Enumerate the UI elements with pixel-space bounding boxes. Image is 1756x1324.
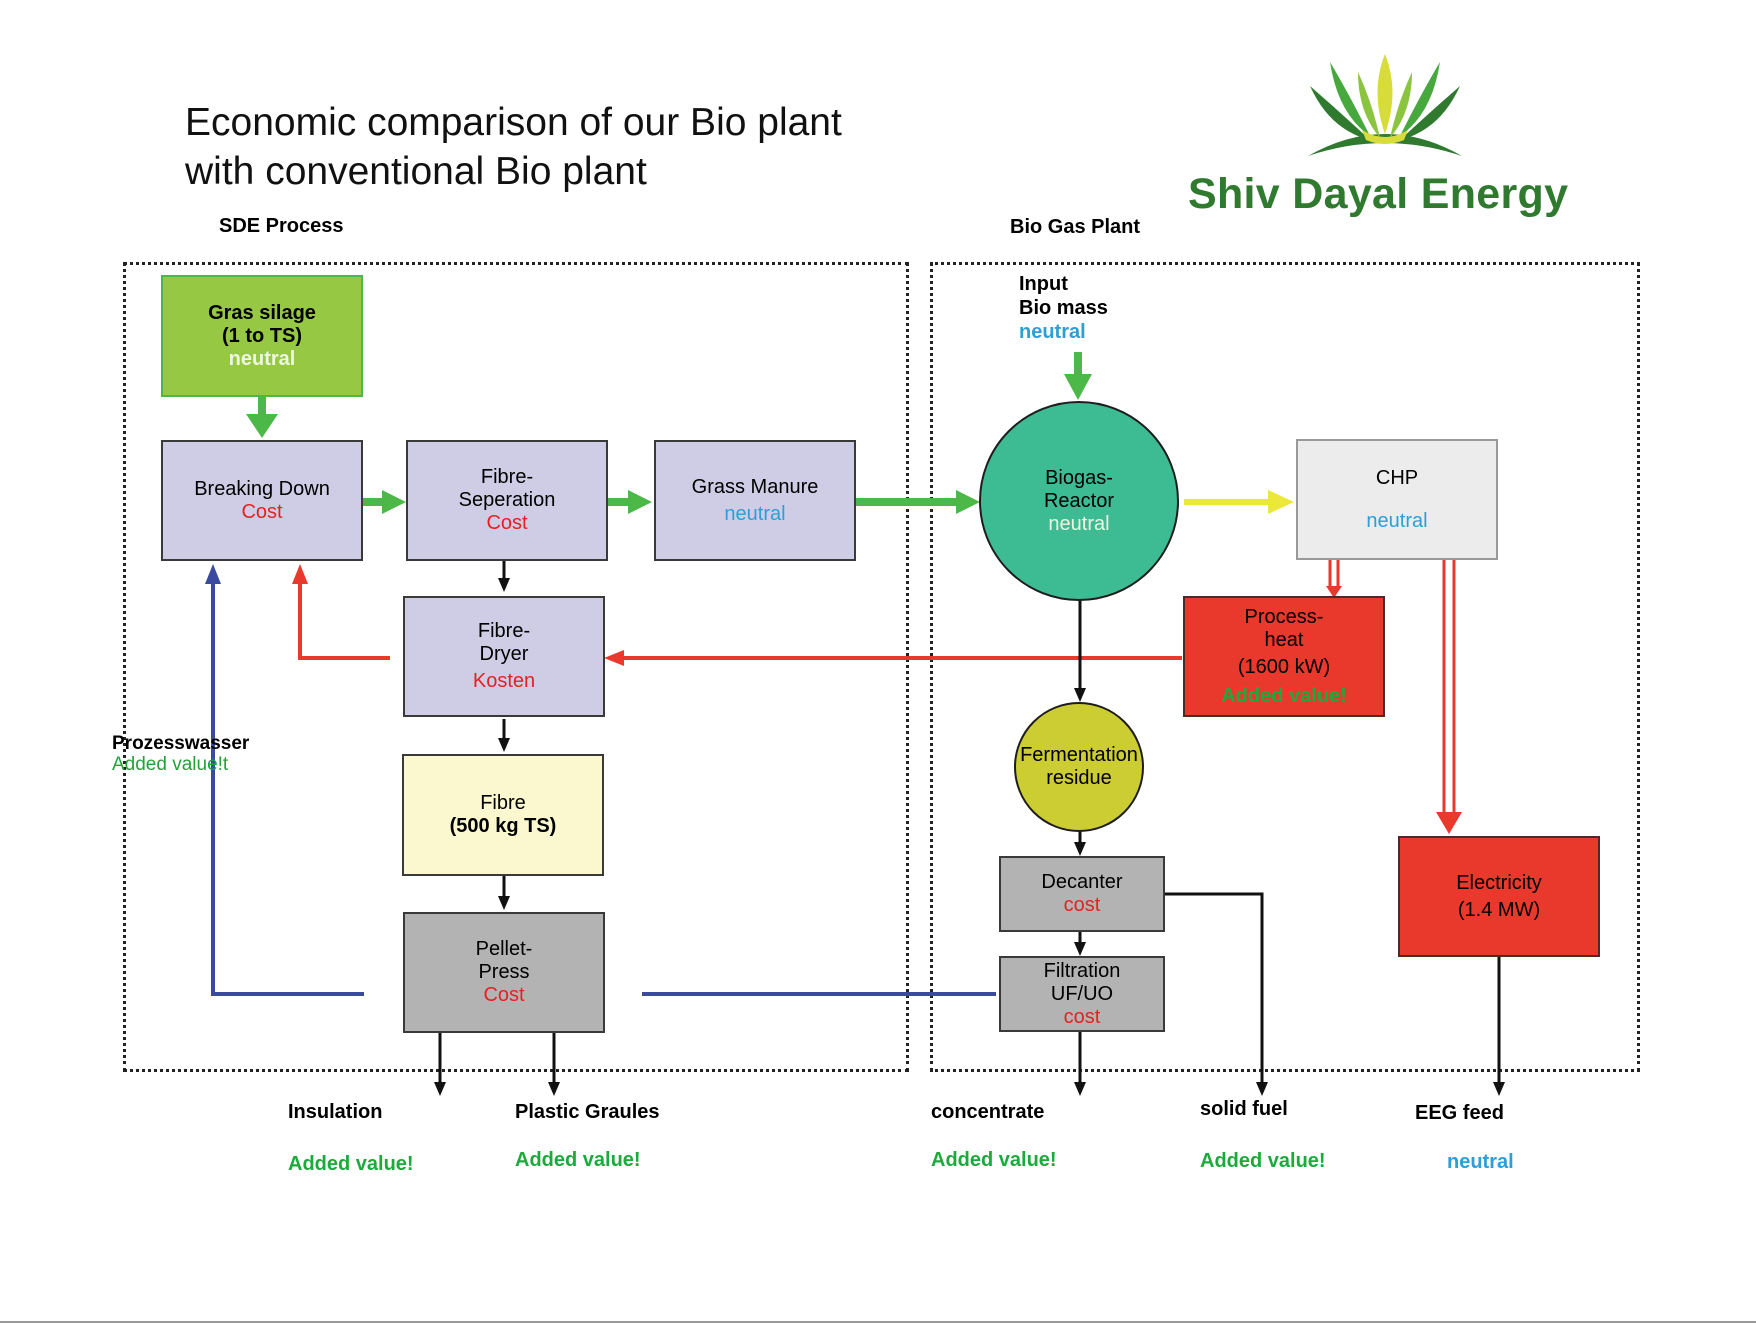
biogas-reactor-node: Biogas- Reactor neutral: [979, 401, 1179, 601]
fermentation-line2: residue: [1046, 767, 1112, 789]
grass-manure-box: Grass Manure neutral: [654, 440, 856, 561]
input-label: Input: [1019, 273, 1068, 295]
output-solid-fuel-label: solid fuel: [1200, 1098, 1288, 1120]
breaking-down-label: Breaking Down: [194, 477, 330, 500]
output-solid-fuel-value: Added value!: [1200, 1150, 1326, 1172]
prozesswasser-status: Added value!t: [112, 754, 229, 775]
fermentation-residue-node: Fermentation residue: [1014, 702, 1144, 832]
fibre-box: Fibre (500 kg TS): [402, 754, 604, 876]
output-concentrate-value: Added value!: [931, 1149, 1057, 1171]
process-heat-box: Process- heat (1600 kW) Added value!: [1183, 596, 1385, 717]
filtration-line2: UF/UO: [1050, 982, 1114, 1005]
decanter-box: Decanter cost: [999, 856, 1165, 932]
gras-silage-ts: (1 to TS): [222, 324, 302, 347]
prozesswasser-label: Prozesswasser: [112, 733, 250, 754]
reactor-status: neutral: [1048, 512, 1110, 535]
biomass-label: Bio mass: [1019, 297, 1108, 319]
decanter-status: cost: [1063, 894, 1101, 916]
sde-process-frame: [123, 262, 909, 1072]
process-heat-power: (1600 kW): [1237, 655, 1331, 678]
process-heat-line1: Process-: [1244, 605, 1324, 628]
output-insulation-value: Added value!: [288, 1153, 414, 1175]
gras-silage-status: neutral: [228, 347, 296, 370]
grass-manure-status: neutral: [724, 502, 786, 525]
fibre-amount: (500 kg TS): [449, 815, 557, 837]
output-eeg-value: neutral: [1447, 1151, 1514, 1173]
chp-box: CHP neutral: [1296, 439, 1498, 560]
biogas-plant-frame: [930, 262, 1640, 1072]
brand-name: Shiv Dayal Energy: [1188, 170, 1569, 218]
reactor-line2: Reactor: [1043, 489, 1115, 512]
breaking-down-box: Breaking Down Cost: [161, 440, 363, 561]
filtration-line1: Filtration: [1043, 959, 1121, 982]
fibre-dryer-line2: Dryer: [479, 643, 529, 665]
input-status: neutral: [1019, 321, 1086, 343]
decanter-label: Decanter: [1041, 871, 1123, 893]
title-line-2: with conventional Bio plant: [185, 150, 647, 193]
output-eeg-label: EEG feed: [1415, 1102, 1504, 1124]
electricity-label: Electricity: [1456, 871, 1542, 894]
electricity-power: (1.4 MW): [1457, 898, 1541, 921]
output-plastic-value: Added value!: [515, 1149, 641, 1171]
wheat-sprout-logo-icon: [1308, 54, 1462, 156]
pellet-press-line1: Pellet-: [475, 938, 533, 960]
pellet-press-status: Cost: [483, 984, 525, 1006]
pellet-press-line2: Press: [478, 961, 530, 983]
fibre-dryer-box: Fibre- Dryer Kosten: [403, 596, 605, 717]
gras-silage-box: Gras silage (1 to TS) neutral: [161, 275, 363, 397]
page-title: Economic comparison of our Bio plant wit…: [185, 98, 842, 196]
fibre-separation-line2: Seperation: [458, 489, 556, 511]
fibre-separation-box: Fibre- Seperation Cost: [406, 440, 608, 561]
biogas-section-label: Bio Gas Plant: [1010, 216, 1141, 238]
yellow-flow: [1184, 490, 1294, 514]
fibre-label: Fibre: [480, 792, 526, 814]
gras-silage-label: Gras silage: [208, 301, 316, 324]
reactor-line1: Biogas-: [1045, 466, 1113, 489]
output-concentrate-label: concentrate: [931, 1101, 1045, 1123]
electricity-box: Electricity (1.4 MW): [1398, 836, 1600, 957]
filtration-box: Filtration UF/UO cost: [999, 956, 1165, 1032]
pellet-press-box: Pellet- Press Cost: [403, 912, 605, 1033]
fibre-separation-line1: Fibre-: [480, 466, 534, 488]
fibre-dryer-line1: Fibre-: [477, 620, 531, 642]
fibre-separation-status: Cost: [486, 512, 528, 534]
title-line-1: Economic comparison of our Bio plant: [185, 101, 842, 144]
blue-flow-group: [205, 564, 996, 996]
breaking-down-status: Cost: [241, 500, 283, 523]
prozesswasser-label-group: Prozesswasser Added value!t: [112, 733, 249, 775]
green-flow-group: [246, 352, 1092, 514]
red-flow-group: [292, 560, 1462, 834]
chp-label: CHP: [1375, 466, 1419, 489]
filtration-status: cost: [1063, 1005, 1101, 1028]
process-heat-status: Added value!: [1221, 684, 1347, 707]
grass-manure-label: Grass Manure: [691, 475, 819, 498]
bottom-divider: [0, 1321, 1756, 1323]
fermentation-line1: Fermentation: [1020, 744, 1138, 766]
sde-section-label: SDE Process: [219, 215, 344, 237]
output-insulation-label: Insulation: [288, 1101, 383, 1123]
black-flow-group: [434, 560, 1505, 1096]
output-plastic-label: Plastic Graules: [515, 1101, 660, 1123]
input-biomass-label: Input Bio mass neutral: [1019, 272, 1108, 344]
chp-status: neutral: [1366, 509, 1428, 532]
process-heat-line2: heat: [1264, 628, 1304, 651]
fibre-dryer-status: Kosten: [472, 670, 536, 692]
